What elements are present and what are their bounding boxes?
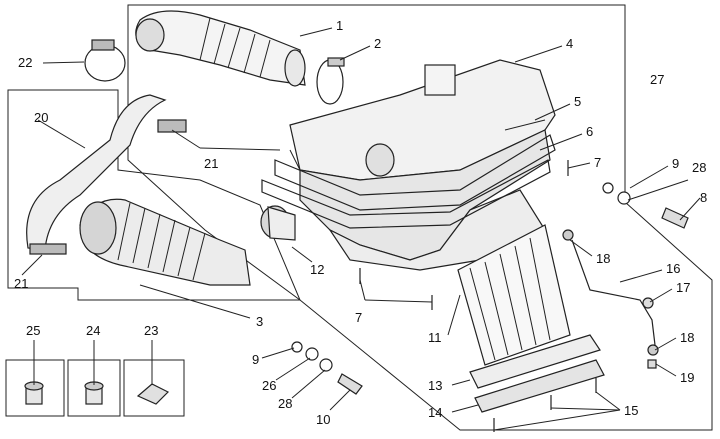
label-16: 16	[666, 261, 680, 276]
label-8: 8	[700, 190, 707, 205]
leader-lines	[21, 27, 701, 431]
label-3: 3	[256, 314, 263, 329]
label-7a: 7	[594, 155, 601, 170]
intake-duct-part	[135, 10, 306, 87]
label-4: 4	[566, 36, 573, 51]
assembly-27-outline	[127, 4, 713, 431]
label-18a: 18	[596, 251, 610, 266]
label-11: 11	[428, 330, 442, 345]
clip-21-part	[157, 119, 187, 133]
label-26: 26	[262, 378, 276, 393]
label-24: 24	[86, 323, 100, 338]
hose-clamp-part	[316, 57, 345, 105]
bellows-duct-part	[79, 198, 251, 286]
label-6: 6	[586, 124, 593, 139]
label-27: 27	[650, 72, 664, 87]
rubber-boot-part	[260, 205, 296, 241]
label-13: 13	[428, 378, 442, 393]
label-9a: 9	[672, 156, 679, 171]
drain-pipe-part	[571, 239, 656, 346]
label-21a: 21	[204, 156, 218, 171]
label-14: 14	[428, 405, 442, 420]
label-7b: 7	[355, 310, 362, 325]
label-28a: 28	[692, 160, 706, 175]
label-21b: 21	[14, 276, 28, 291]
hose-clip-18a-part	[562, 229, 574, 241]
label-25: 25	[26, 323, 40, 338]
label-19: 19	[680, 370, 694, 385]
hose-clip-part	[29, 243, 67, 255]
label-18b: 18	[680, 330, 694, 345]
label-5: 5	[574, 94, 581, 109]
label-12: 12	[310, 262, 324, 277]
hose-clip-18b-part	[647, 344, 659, 356]
callout-labels: 1 2 4 5 6 7 9 28 8 27 18 16 17 18 19 13 …	[14, 18, 707, 427]
filter-plate-part	[474, 359, 605, 413]
pipe-joint-part	[642, 297, 654, 309]
label-23: 23	[144, 323, 158, 338]
airbox-part	[289, 59, 556, 271]
air-filter-part	[457, 224, 571, 366]
clamp-22-part	[84, 39, 126, 82]
small-part-box-23	[123, 359, 185, 417]
gasket-part	[274, 134, 556, 211]
label-15: 15	[624, 403, 638, 418]
small-part-box-25	[5, 359, 65, 417]
cap-19-part	[647, 359, 657, 369]
gasket-6-part	[261, 159, 551, 229]
clip-nut-23-part	[136, 383, 170, 405]
label-9b: 9	[252, 352, 259, 367]
label-22: 22	[18, 55, 32, 70]
label-17: 17	[676, 280, 690, 295]
grommet-25-part	[24, 381, 44, 405]
grommet-24-part	[84, 381, 104, 405]
screws-group	[291, 160, 689, 432]
label-20: 20	[34, 110, 48, 125]
label-10: 10	[316, 412, 330, 427]
label-28b: 28	[278, 396, 292, 411]
breather-hose-part	[26, 94, 167, 251]
label-2: 2	[374, 36, 381, 51]
filter-frame-part	[469, 334, 601, 389]
label-1: 1	[336, 18, 343, 33]
